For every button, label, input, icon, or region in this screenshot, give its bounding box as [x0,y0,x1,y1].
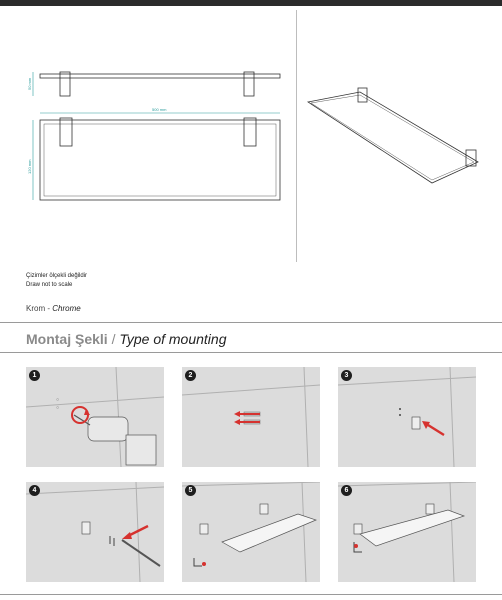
step-5-panel: 5 [182,482,320,582]
glass-shelf-icon [182,482,320,582]
wall-plug-icon [182,367,320,467]
step-4-panel: 4 [26,482,164,582]
svg-text:○: ○ [56,405,59,411]
step-1-panel: ○○ 1 [26,367,164,467]
view-divider [296,10,297,262]
step-2-panel: 2 [182,367,320,467]
screwdriver-icon [26,482,164,582]
scale-note-en: Draw not to scale [26,282,73,288]
bracket-left-top [59,117,73,147]
bracket-back-perspective [357,87,368,103]
step-number: 1 [29,370,40,381]
step-number: 3 [341,370,352,381]
perspective-drawing [306,87,479,184]
title-en: Type of mounting [119,331,227,347]
step-number: 4 [29,485,40,496]
dim-width: 500 mm [152,107,167,112]
shelf-top-view [39,119,281,201]
drill-icon: ○○ [26,367,164,467]
finish-label: Krom - Chrome [26,304,81,313]
finish-tr: Krom [26,304,46,313]
title-tr: Montaj Şekli [26,331,108,347]
svg-text:○: ○ [56,397,59,403]
bracket-right-top [243,117,257,147]
bracket-left-front [59,71,71,97]
dim-front-height: 50 mm [27,77,32,90]
bracket-right-front [243,71,255,97]
shelf-front-view [39,73,281,79]
step-6-panel: 6 [338,482,476,582]
divider-footer [0,594,502,595]
section-title: Montaj Şekli / Type of mounting [26,331,227,347]
title-slash: / [111,331,116,347]
shelf-perspective [306,91,479,184]
finish-dash: - [47,304,51,313]
bracket-icon [338,367,476,467]
bracket-front-perspective [465,149,477,167]
top-bar [0,0,502,6]
hex-key-icon [338,482,476,582]
divider-bottom [0,352,502,353]
divider-top [0,322,502,323]
step-3-panel: 3 [338,367,476,467]
step-number: 6 [341,485,352,496]
finish-en: Chrome [52,304,81,313]
scale-note-tr: Çizimler ölçekli değildir [26,273,88,279]
technical-drawing: 50 mm 500 mm 120 mm [27,71,281,201]
dim-depth: 120 mm [27,159,32,174]
step-number: 2 [185,370,196,381]
step-number: 5 [185,485,196,496]
